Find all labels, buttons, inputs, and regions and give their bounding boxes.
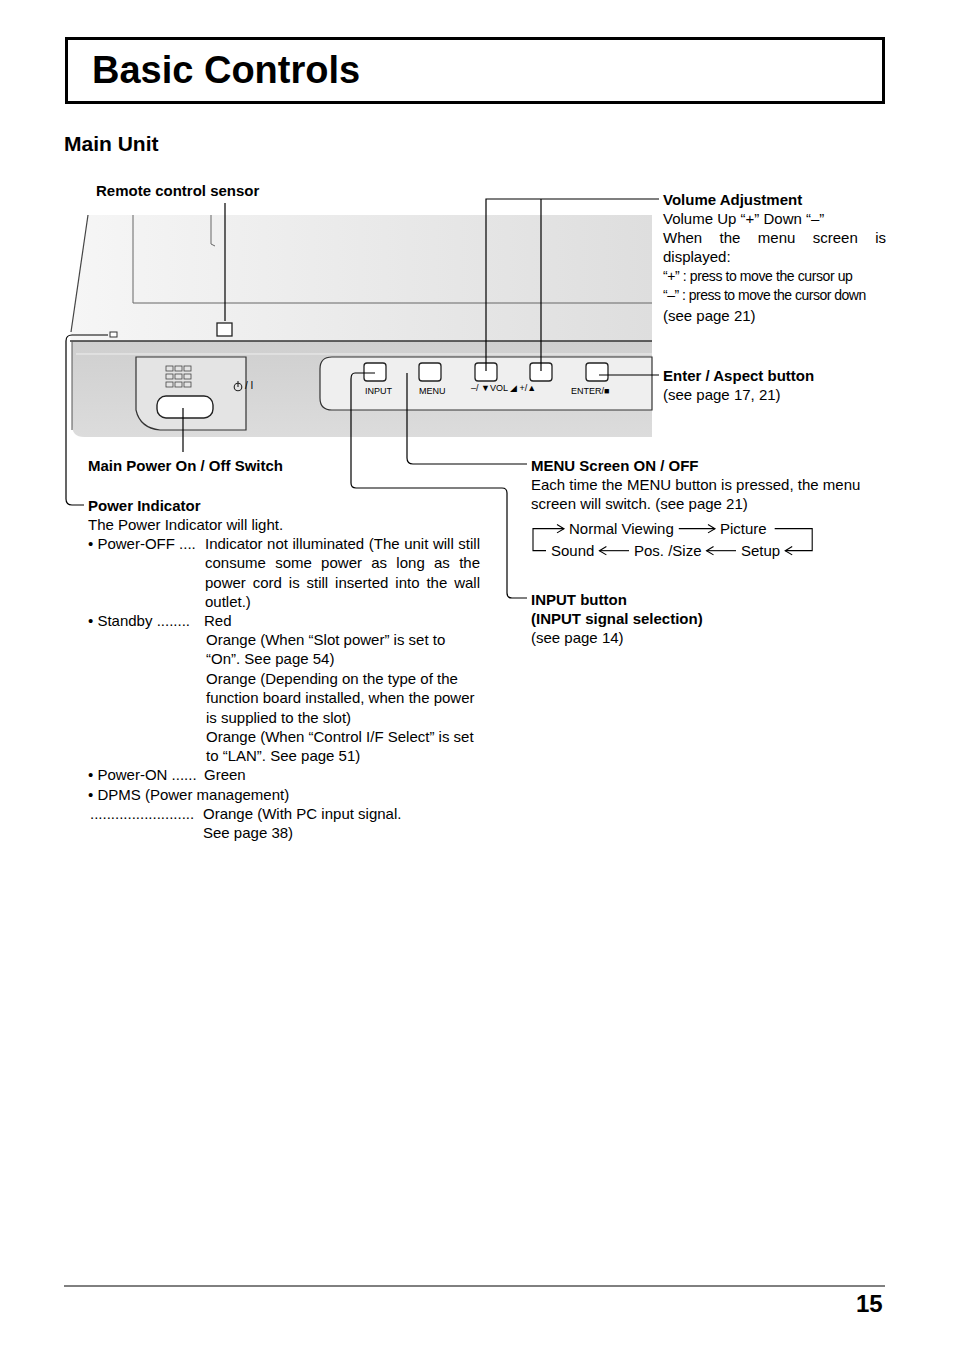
vent-slot <box>175 382 182 387</box>
power-switch-housing <box>136 357 246 430</box>
screen-outline <box>133 215 652 303</box>
button-legend: MENU <box>419 387 446 397</box>
front-panel <box>72 341 652 437</box>
leader-line <box>486 199 659 371</box>
vent-slot <box>184 366 191 371</box>
top-face <box>70 215 652 341</box>
leader-line <box>599 374 659 375</box>
page-number: 15 <box>856 1289 883 1320</box>
leader-line <box>224 203 225 321</box>
button-legend: ENTER/■ <box>571 387 609 397</box>
state-description: Orange (Depending on the type of the fun… <box>206 669 481 727</box>
callout-title: MENU Screen ON / OFF <box>531 456 699 475</box>
title-frame: Basic Controls <box>65 37 885 104</box>
front-highlight <box>76 354 652 355</box>
menu-screen-name: Normal Viewing <box>569 520 674 537</box>
callout-title: (INPUT signal selection) <box>531 609 703 628</box>
callout-title: Power Indicator <box>88 496 201 515</box>
menu-screen-step: Sound <box>549 541 596 560</box>
leader-line <box>540 199 541 371</box>
menu-screen-step: Picture <box>718 519 769 538</box>
vent-slot <box>166 382 173 387</box>
vent-slot <box>166 374 173 379</box>
section-heading: Main Unit <box>64 130 159 157</box>
menu-cycle-arrow <box>679 524 715 532</box>
page-reference: (see page 14) <box>531 628 624 647</box>
remote-control-sensor <box>217 323 232 336</box>
menu-cycle-arrow <box>599 546 629 554</box>
connector-line <box>599 550 629 551</box>
menu-screen-name: Sound <box>551 542 594 559</box>
front-panel-edge <box>70 340 652 342</box>
state-name: • Power-ON ...... <box>88 765 197 784</box>
vent-slot <box>175 366 182 371</box>
state-description: Orange (When “Slot power” is set to “On”… <box>206 630 481 669</box>
button-legend: / I <box>245 380 253 391</box>
callout-text: “–” : press to move the cursor down <box>663 286 866 304</box>
page-reference: (see page 17, 21) <box>663 385 781 404</box>
footer-rule <box>64 1286 885 1287</box>
state-name: • DPMS (Power management) <box>88 785 289 804</box>
menu-screen-step: Setup <box>739 541 782 560</box>
callout-title: Main Power On / Off Switch <box>88 456 283 475</box>
callout-title: Remote control sensor <box>96 181 259 200</box>
state-description: Green <box>204 765 246 784</box>
leader-dots: ......................... <box>90 804 194 823</box>
leader-line <box>182 408 183 452</box>
enter-button <box>586 363 608 381</box>
arrow-head <box>708 524 715 532</box>
connector-line <box>679 528 715 529</box>
state-description: Orange (When “Control I/F Select” is set… <box>206 727 481 766</box>
input-button <box>364 363 386 381</box>
callout-text: When the menu screen is displayed: <box>663 228 886 267</box>
leader-line <box>66 335 108 505</box>
button-legend: –/ ▼VOL ◢ +/▲ <box>471 384 536 394</box>
menu-screen-name: Pos. /Size <box>634 542 702 559</box>
menu-button <box>419 363 441 381</box>
callout-title: INPUT button <box>531 590 627 609</box>
top-face-edge <box>71 215 88 332</box>
callout-text: Volume Up “+” Down “–” <box>663 209 824 228</box>
menu-screen-name: Setup <box>741 542 780 559</box>
callout-title: Enter / Aspect button <box>663 366 814 385</box>
arrow-head <box>599 546 606 554</box>
vent-grid <box>166 366 191 387</box>
power-symbol-bar <box>237 381 238 387</box>
connector-line <box>707 550 736 551</box>
page-title: Basic Controls <box>92 49 360 92</box>
page-reference: (see page 21) <box>663 306 756 325</box>
button-legend: INPUT <box>365 387 392 397</box>
power-indicator-lamp <box>110 332 117 337</box>
menu-screen-step: Pos. /Size <box>632 541 704 560</box>
vent-slot <box>175 374 182 379</box>
state-description: Indicator not illuminated (The unit will… <box>205 534 480 611</box>
arrow-head <box>707 546 714 554</box>
state-name: • Standby ........ <box>88 611 190 630</box>
state-description: Orange (With PC input signal. See page 3… <box>203 804 431 843</box>
state-name: • Power-OFF .... <box>88 534 196 553</box>
callout-title: Volume Adjustment <box>663 190 802 209</box>
callout-text: “+” : press to move the cursor up <box>663 267 853 285</box>
state-description: Red <box>204 611 232 630</box>
vent-slot <box>166 366 173 371</box>
vent-slot <box>184 382 191 387</box>
callout-text: Each time the MENU button is pressed, th… <box>531 475 888 514</box>
main-power-switch <box>157 396 213 418</box>
menu-screen-step: Normal Viewing <box>567 519 676 538</box>
front-left-edge <box>72 341 73 430</box>
arrow-head <box>557 524 564 532</box>
callout-text: The Power Indicator will light. <box>88 515 283 534</box>
arrow-head <box>785 546 792 554</box>
bezel-notch <box>211 215 215 246</box>
vent-slot <box>184 374 191 379</box>
menu-cycle-arrow <box>707 546 736 554</box>
menu-screen-name: Picture <box>720 520 767 537</box>
